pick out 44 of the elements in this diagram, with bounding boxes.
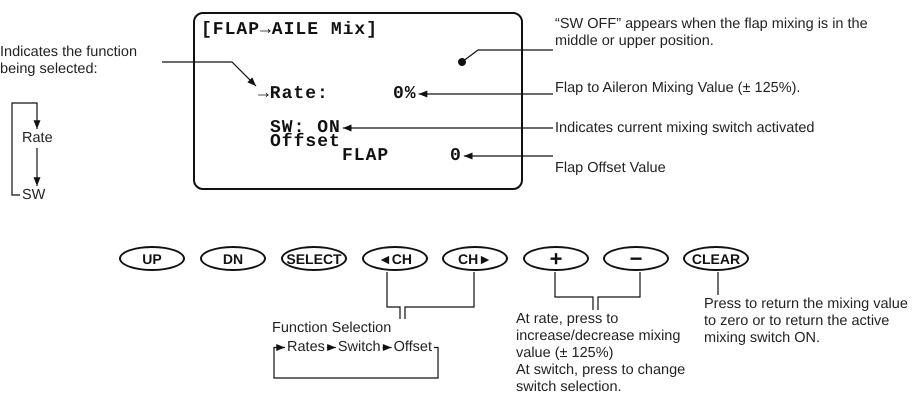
annotation-text: Rate	[22, 130, 52, 147]
screen-text: 0	[450, 148, 462, 164]
menu-step: Rates	[287, 339, 325, 356]
loop-arrow	[273, 344, 439, 379]
leader-line	[162, 61, 256, 86]
lcd-screen	[193, 12, 523, 190]
arrow	[382, 344, 392, 351]
screen-text: →Rate:	[258, 86, 329, 102]
key-button: ◄CH	[362, 246, 428, 271]
key-button: +	[523, 246, 589, 271]
leader-line	[458, 49, 553, 66]
key-button: UP	[119, 246, 185, 271]
annotation-text: At rate, press to increase/decrease mixing value (± 125%)	[516, 311, 682, 362]
annotation-text: At switch, press to change switch selection.	[516, 362, 686, 396]
annotation-text: Press to return the mixing value to zero or to return the active mixing switch ON.	[704, 296, 920, 347]
bracket-line	[404, 272, 475, 319]
screen-text: Offset	[270, 134, 341, 150]
menu-step: Offset	[394, 339, 432, 356]
annotation-text: SW	[22, 187, 52, 204]
arrow	[34, 148, 40, 186]
arrow	[326, 344, 336, 351]
menu-step: Switch	[338, 339, 381, 356]
screen-text: 0%	[393, 86, 417, 102]
leader-line	[342, 124, 553, 132]
key-button: DN	[200, 246, 266, 271]
annotation-text: Function Selection	[272, 320, 432, 337]
annotation-text: Indicates current mixing switch activated	[555, 120, 855, 137]
key-button: CLEAR	[683, 246, 749, 271]
loop-arrow	[11, 102, 40, 196]
annotation-text: Flap to Aileron Mixing Value (± 125%).	[555, 80, 855, 97]
annotation-text: Indicates the function being selected:	[0, 44, 160, 78]
key-button: CH►	[442, 246, 508, 271]
leader-line	[464, 152, 553, 160]
bracket-line	[717, 272, 719, 295]
bracket-line	[386, 272, 401, 319]
screen-title: [FLAP→AILE Mix]	[201, 22, 378, 38]
screen-text: FLAP	[342, 148, 390, 164]
leader-line	[418, 90, 553, 98]
bracket-line	[554, 272, 594, 310]
annotation-text: “SW OFF” appears when the flap mixing is in the middle or upper position.	[555, 16, 885, 50]
key-button: −	[603, 246, 669, 271]
annotation-text: Flap Offset Value	[555, 160, 755, 177]
key-button: SELECT	[281, 246, 347, 271]
bracket-line	[597, 272, 641, 310]
